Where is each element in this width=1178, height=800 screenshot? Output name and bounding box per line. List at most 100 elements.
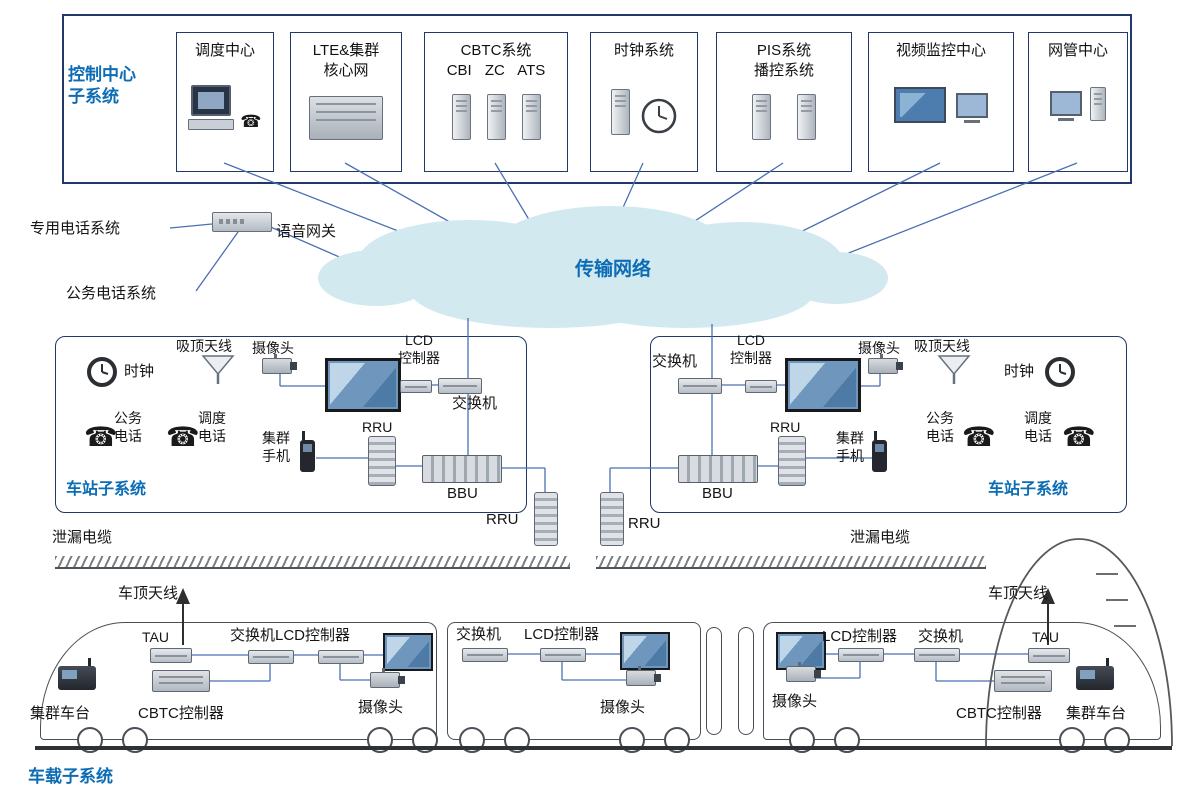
bbu-icon <box>678 455 758 483</box>
ceiling-antenna-icon <box>937 355 971 384</box>
tau-icon <box>150 648 192 663</box>
track-line <box>35 746 1172 750</box>
lcd-controller-icon <box>838 648 884 662</box>
cc-box-title: 时钟系统 <box>613 42 674 59</box>
cc-box-title: 调度中心 <box>194 42 255 59</box>
tau-icon <box>1028 648 1070 663</box>
cluster-radio-left-label: 集群车台 <box>30 705 91 722</box>
dispatch-phone-icon: ☎ <box>166 422 200 452</box>
dispatch-phone-label: 调度 电话 <box>198 410 226 444</box>
cc-box-network-management: 网管中心 <box>1028 32 1128 172</box>
camera-label: 摄像头 <box>252 340 294 356</box>
tunnel-rru-right-label: RRU <box>628 515 661 532</box>
ceiling-antenna-label: 吸顶天线 <box>176 338 232 354</box>
leaky-cable-left <box>55 556 570 569</box>
cbtc-right-label: CBTC控制器 <box>956 705 1042 722</box>
cc-box-pis: PIS系统 播控系统 <box>716 32 852 172</box>
dispatch-computer-icon <box>188 85 235 131</box>
tunnel-rru-left-label: RRU <box>486 511 519 528</box>
cc-box-title: 视频监控中心 <box>895 42 986 59</box>
switch-icon <box>914 648 960 662</box>
cc-box-clock-system: 时钟系统 <box>590 32 698 172</box>
car-coupling <box>706 627 722 735</box>
dispatch-phone-icon: ☎ <box>1062 422 1096 452</box>
lcd-controller-icon <box>318 650 364 664</box>
clock-label: 时钟 <box>124 363 155 380</box>
camera-middle-label: 摄像头 <box>600 699 646 716</box>
cluster-handset-icon <box>872 431 887 472</box>
dispatch-phone-label: 调度 电话 <box>1024 410 1052 444</box>
rru-label: RRU <box>362 419 393 435</box>
lcd-screen-icon <box>383 633 433 671</box>
cluster-radio-icon <box>58 658 96 690</box>
rru-icon <box>368 436 396 486</box>
camera-left-label: 摄像头 <box>358 699 404 716</box>
cbtc-left-label: CBTC控制器 <box>138 705 224 722</box>
cc-box-subtitle: 播控系统 <box>753 62 814 80</box>
cc-box-title: 网管中心 <box>1047 42 1108 59</box>
cbtc-controller-icon <box>152 670 210 692</box>
roof-antenna-left-label: 车顶天线 <box>118 585 179 602</box>
station-right-title: 车站子系统 <box>988 481 1069 498</box>
cluster-handset-icon <box>300 431 315 472</box>
server-tower-icon <box>521 93 541 140</box>
cluster-radio-right-label: 集群车台 <box>1066 705 1127 722</box>
lcd-controller-icon <box>540 648 586 662</box>
bbu-icon <box>422 455 502 483</box>
keyboard-icon <box>188 119 235 131</box>
business-phone-label: 公务 电话 <box>926 410 954 444</box>
roof-antenna-right-label: 车顶天线 <box>988 585 1049 602</box>
ceiling-antenna-icon <box>201 355 235 384</box>
monitor-icon <box>1050 91 1082 122</box>
switch-label: 交换机 <box>652 353 698 370</box>
lcd-screen-icon <box>325 358 401 412</box>
bbu-label: BBU <box>447 485 478 502</box>
train-subsystem-title: 车载子系统 <box>28 767 113 786</box>
cluster-handset-label: 集群 手机 <box>836 430 864 464</box>
lcd-screen-icon <box>785 358 861 412</box>
clock-icon <box>641 98 676 134</box>
business-phone-label: 公务 电话 <box>114 410 142 444</box>
voice-gateway-label: 语音网关 <box>276 223 337 240</box>
server-tower-icon <box>752 93 771 140</box>
business-phone-system-label: 公务电话系统 <box>66 285 157 302</box>
cluster-radio-icon <box>1076 658 1114 690</box>
lcd-controller-label: LCD 控制器 <box>730 332 772 366</box>
leaky-cable-right <box>596 556 986 569</box>
car2-lcd-controller-label: LCD控制器 <box>524 626 600 643</box>
video-wall-icon <box>894 87 946 124</box>
lcd-controller-label: LCD 控制器 <box>398 332 440 366</box>
rru-label: RRU <box>770 419 801 435</box>
business-phone-icon: ☎ <box>84 422 118 452</box>
cc-box-lte-core: LTE&集群 核心网 <box>290 32 402 172</box>
cc-box-subtitle: 核心网 <box>323 62 369 80</box>
car3-lcd-controller-label: LCD控制器 <box>822 628 898 645</box>
cc-box-cbtc: CBTC系统 CBI ZC ATS <box>424 32 568 172</box>
dedicated-phone-system-label: 专用电话系统 <box>30 220 121 237</box>
server-tower-icon <box>1090 87 1106 122</box>
station-left-title: 车站子系统 <box>66 481 147 498</box>
camera-icon <box>786 662 821 682</box>
switch-icon <box>438 378 482 394</box>
clock-icon <box>87 357 117 387</box>
lcd-controller-icon <box>400 380 432 393</box>
clock-icon <box>1045 357 1075 387</box>
handset-icon: ☎ <box>240 112 262 132</box>
server-tower-icon <box>610 89 630 136</box>
business-phone-icon: ☎ <box>962 422 996 452</box>
core-network-rack-icon <box>309 95 383 140</box>
lcd-controller-icon <box>745 380 777 393</box>
switch-icon <box>248 650 294 664</box>
bbu-label: BBU <box>702 485 733 502</box>
switch-label: 交换机 <box>452 395 498 412</box>
server-tower-icon <box>451 93 471 140</box>
cc-box-title: CBTC系统 <box>460 42 532 59</box>
clock-label: 时钟 <box>1004 363 1035 380</box>
voice-gateway-icon <box>212 212 272 232</box>
switch-icon <box>462 648 508 662</box>
rru-icon <box>778 436 806 486</box>
cc-box-video-surveillance: 视频监控中心 <box>868 32 1014 172</box>
leaky-cable-right-label: 泄漏电缆 <box>850 529 911 546</box>
tunnel-rru-left-icon <box>534 492 558 546</box>
cluster-handset-label: 集群 手机 <box>262 430 290 464</box>
